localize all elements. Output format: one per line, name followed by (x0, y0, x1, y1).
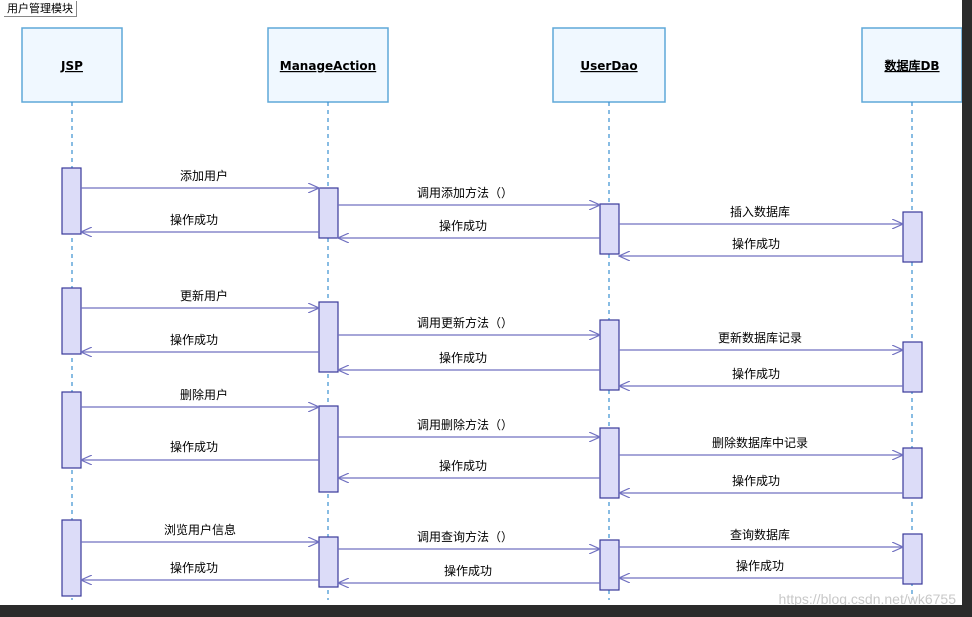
activation-db-3 (902, 447, 923, 499)
activation-dao-2 (599, 319, 620, 391)
activation-ma-3 (318, 405, 339, 493)
lifeline-label-db: 数据库DB (884, 58, 939, 73)
message-label-2: 操作成功 (170, 212, 218, 227)
sequence-diagram: JSP ManageAction UserDao 数据库DB (21, 27, 963, 600)
activation-db-1 (902, 211, 923, 263)
activation-dao-1 (599, 203, 620, 255)
message-label-1: 添加用户 (180, 168, 228, 183)
message-label-24: 操作成功 (736, 558, 784, 573)
activation-jsp-1 (61, 167, 82, 235)
message-label-5: 插入数据库 (730, 204, 790, 219)
message-label-21: 调用查询方法（） (417, 529, 513, 544)
message-label-8: 操作成功 (170, 332, 218, 347)
message-label-23: 查询数据库 (730, 527, 790, 542)
message-label-16: 操作成功 (439, 458, 487, 473)
activation-bars (61, 167, 923, 597)
message-label-19: 浏览用户信息 (164, 522, 236, 537)
lifeline-label-jsp: JSP (60, 59, 83, 73)
message-lines (81, 188, 903, 583)
bottom-border (0, 605, 962, 617)
message-label-4: 操作成功 (439, 218, 487, 233)
message-label-22: 操作成功 (444, 563, 492, 578)
activation-ma-2 (318, 301, 339, 373)
frame-title: 用户管理模块 (4, 1, 77, 17)
message-labels: 添加用户 操作成功 调用添加方法（） 操作成功 插入数据库 操作成功 更新用户 … (164, 168, 808, 578)
activation-jsp-4 (61, 519, 82, 597)
activation-jsp-2 (61, 287, 82, 355)
lifeline-userdao: UserDao (552, 27, 666, 600)
message-label-14: 操作成功 (170, 439, 218, 454)
message-label-7: 更新用户 (180, 288, 228, 303)
lifeline-label-userdao: UserDao (580, 59, 637, 73)
lifeline-label-manageaction: ManageAction (280, 59, 376, 73)
message-label-11: 更新数据库记录 (718, 330, 802, 345)
activation-dao-4 (599, 539, 620, 591)
watermark-text: https://blog.csdn.net/wk6755 (778, 591, 956, 607)
message-label-3: 调用添加方法（） (417, 185, 513, 200)
activation-jsp-3 (61, 391, 82, 469)
message-label-18: 操作成功 (732, 473, 780, 488)
lifeline-db: 数据库DB (861, 27, 963, 600)
message-label-9: 调用更新方法（） (417, 315, 513, 330)
message-label-10: 操作成功 (439, 350, 487, 365)
message-label-15: 调用删除方法（） (417, 417, 513, 432)
message-label-6: 操作成功 (732, 236, 780, 251)
activation-ma-1 (318, 187, 339, 239)
activation-ma-4 (318, 536, 339, 588)
activation-dao-3 (599, 427, 620, 499)
message-label-13: 删除用户 (180, 387, 228, 402)
right-border (962, 0, 972, 617)
activation-db-4 (902, 533, 923, 585)
message-label-20: 操作成功 (170, 560, 218, 575)
message-label-12: 操作成功 (732, 366, 780, 381)
message-label-17: 删除数据库中记录 (712, 435, 808, 450)
activation-db-2 (902, 341, 923, 393)
